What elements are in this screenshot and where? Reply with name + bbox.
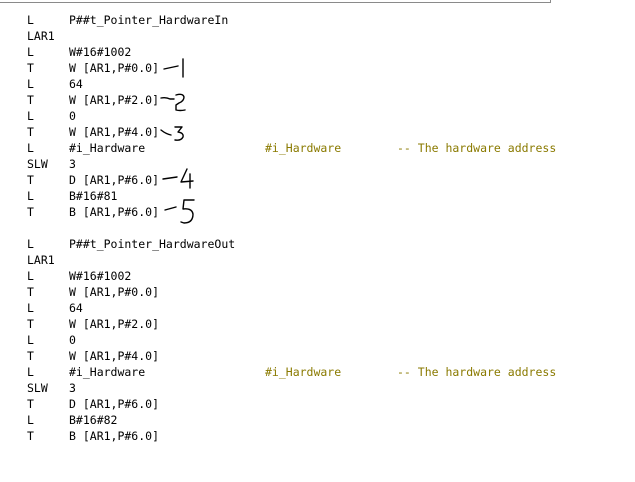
instruction-op: T xyxy=(27,205,34,219)
instruction-arg: #i_Hardware xyxy=(69,141,146,155)
instruction-op: L xyxy=(27,109,34,123)
instruction-arg: W#16#1002 xyxy=(69,269,132,283)
instruction-op: L xyxy=(27,269,34,283)
instruction-arg: W [AR1,P#2.0] xyxy=(69,93,160,107)
instruction-op: T xyxy=(27,61,34,75)
handwritten-annotation-2 xyxy=(160,93,186,112)
instruction-arg: B#16#82 xyxy=(69,413,118,427)
instruction-arg: W [AR1,P#4.0] xyxy=(69,125,160,139)
instruction-op: SLW xyxy=(27,381,48,395)
instruction-arg: W [AR1,P#0.0] xyxy=(69,285,160,299)
instruction-op: L xyxy=(27,189,34,203)
instruction-op: T xyxy=(27,285,34,299)
handwritten-annotation-4 xyxy=(162,168,194,189)
symbol-column: #i_Hardware xyxy=(265,365,342,379)
instruction-op: LAR1 xyxy=(27,253,55,267)
instruction-arg: W [AR1,P#0.0] xyxy=(69,61,160,75)
line-comment: -- The hardware address xyxy=(397,365,557,379)
instruction-arg: 3 xyxy=(69,157,76,171)
instruction-arg: P##t_Pointer_HardwareOut xyxy=(69,237,236,251)
instruction-arg: W [AR1,P#2.0] xyxy=(69,317,160,331)
symbol-column: #i_Hardware xyxy=(265,141,342,155)
instruction-arg: P##t_Pointer_HardwareIn xyxy=(69,13,229,27)
handwritten-annotation-3 xyxy=(160,126,184,141)
instruction-arg: #i_Hardware xyxy=(69,365,146,379)
instruction-op: L xyxy=(27,365,34,379)
instruction-op: T xyxy=(27,125,34,139)
instruction-arg: W [AR1,P#4.0] xyxy=(69,349,160,363)
instruction-op: T xyxy=(27,317,34,331)
instruction-op: L xyxy=(27,13,34,27)
instruction-arg: B#16#81 xyxy=(69,189,118,203)
instruction-arg: 0 xyxy=(69,333,76,347)
instruction-arg: B [AR1,P#6.0] xyxy=(69,429,160,443)
instruction-op: L xyxy=(27,77,34,91)
instruction-op: L xyxy=(27,333,34,347)
handwritten-annotation-5 xyxy=(164,199,195,224)
instruction-arg: 3 xyxy=(69,381,76,395)
instruction-op: L xyxy=(27,301,34,315)
instruction-arg: D [AR1,P#6.0] xyxy=(69,397,160,411)
instruction-op: L xyxy=(27,237,34,251)
instruction-op: T xyxy=(27,397,34,411)
instruction-op: L xyxy=(27,413,34,427)
instruction-op: SLW xyxy=(27,157,48,171)
instruction-op: T xyxy=(27,173,34,187)
instruction-arg: B [AR1,P#6.0] xyxy=(69,205,160,219)
instruction-op: L xyxy=(27,45,34,59)
instruction-arg: 64 xyxy=(69,301,83,315)
line-comment: -- The hardware address xyxy=(397,141,557,155)
instruction-arg: D [AR1,P#6.0] xyxy=(69,173,160,187)
window-frame-top xyxy=(0,0,551,3)
instruction-op: T xyxy=(27,93,34,107)
instruction-op: L xyxy=(27,141,34,155)
handwritten-annotation-1 xyxy=(163,58,184,78)
instruction-arg: 0 xyxy=(69,109,76,123)
instruction-arg: 64 xyxy=(69,77,83,91)
instruction-op: T xyxy=(27,349,34,363)
instruction-op: LAR1 xyxy=(27,29,55,43)
instruction-op: T xyxy=(27,429,34,443)
instruction-arg: W#16#1002 xyxy=(69,45,132,59)
